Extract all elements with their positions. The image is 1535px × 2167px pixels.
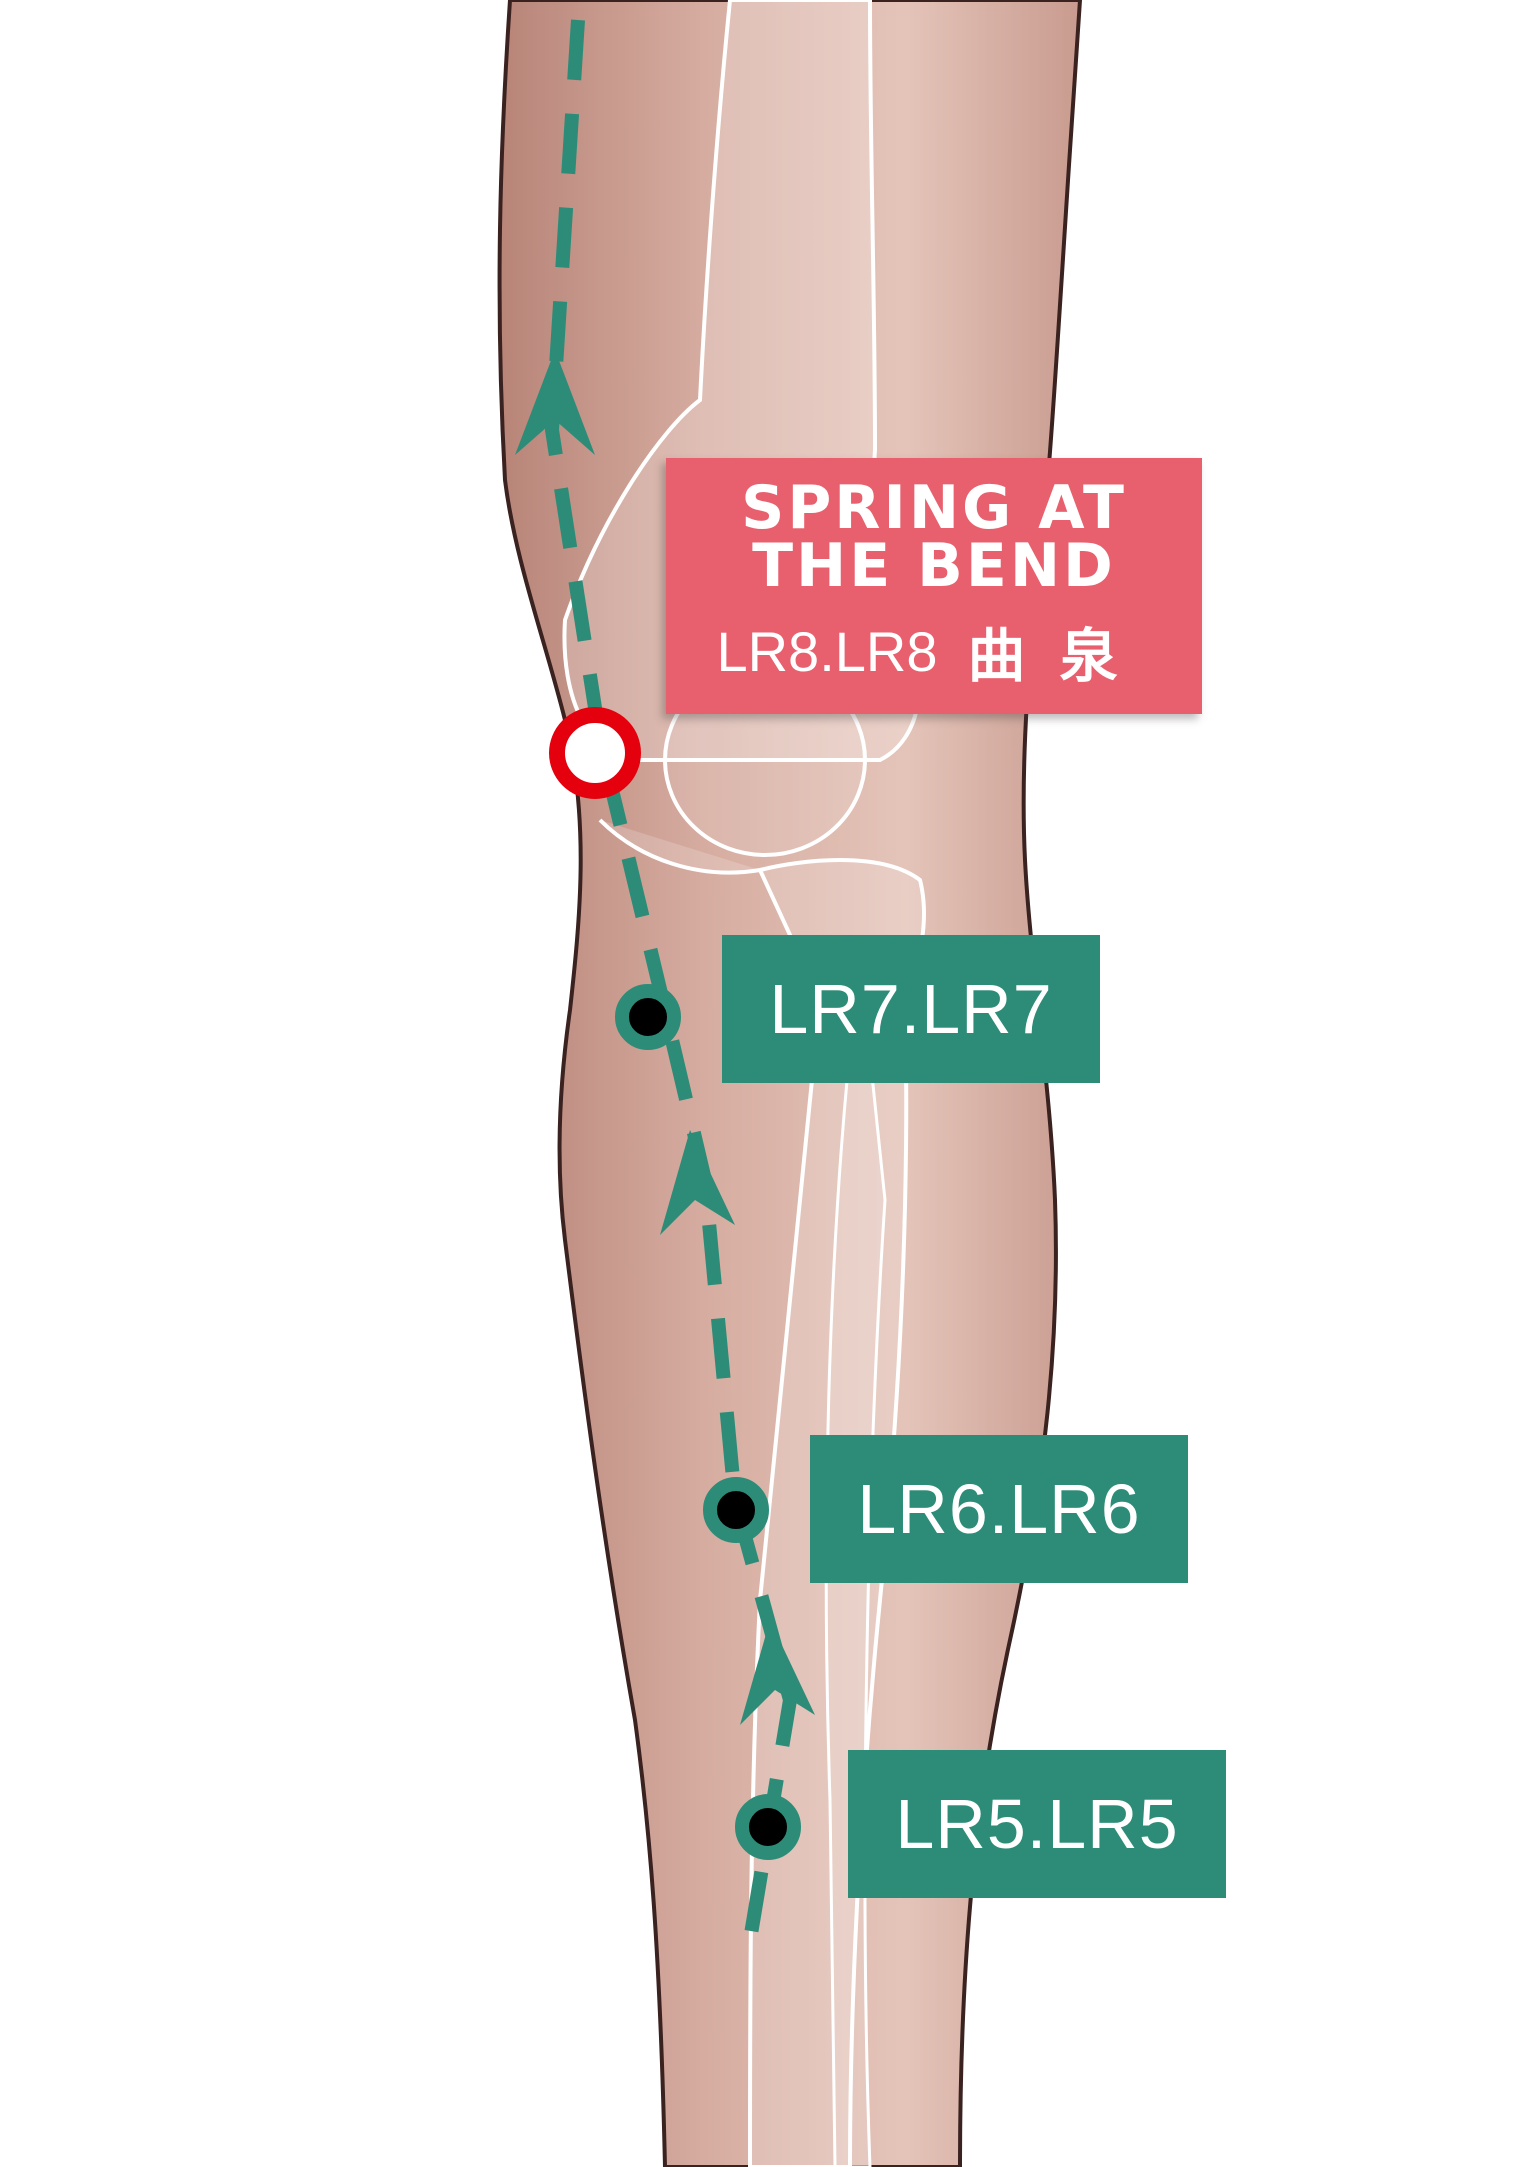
lr8-label: SPRING AT THE BEND LR8.LR8 曲泉	[666, 458, 1202, 714]
meridian-path	[544, 19, 798, 1942]
acupoint-ring-icon[interactable]	[549, 707, 641, 799]
arrowhead-up-icon	[660, 1130, 735, 1235]
lr8-chinese: 曲泉	[967, 622, 1152, 690]
lr6-label: LR6.LR6	[810, 1435, 1188, 1583]
acupoint-dot-icon[interactable]	[703, 1477, 769, 1543]
acupoint-dot-icon[interactable]	[735, 1794, 801, 1860]
acupoint-dot-icon[interactable]	[615, 984, 681, 1050]
lr7-label: LR7.LR7	[722, 935, 1100, 1083]
arrowhead-up-icon	[740, 1620, 815, 1725]
lr8-code: LR8.LR8	[716, 619, 938, 683]
lr8-name: SPRING AT THE BEND	[741, 473, 1127, 601]
arrowhead-up-icon	[515, 350, 595, 455]
lr5-label: LR5.LR5	[848, 1750, 1226, 1898]
